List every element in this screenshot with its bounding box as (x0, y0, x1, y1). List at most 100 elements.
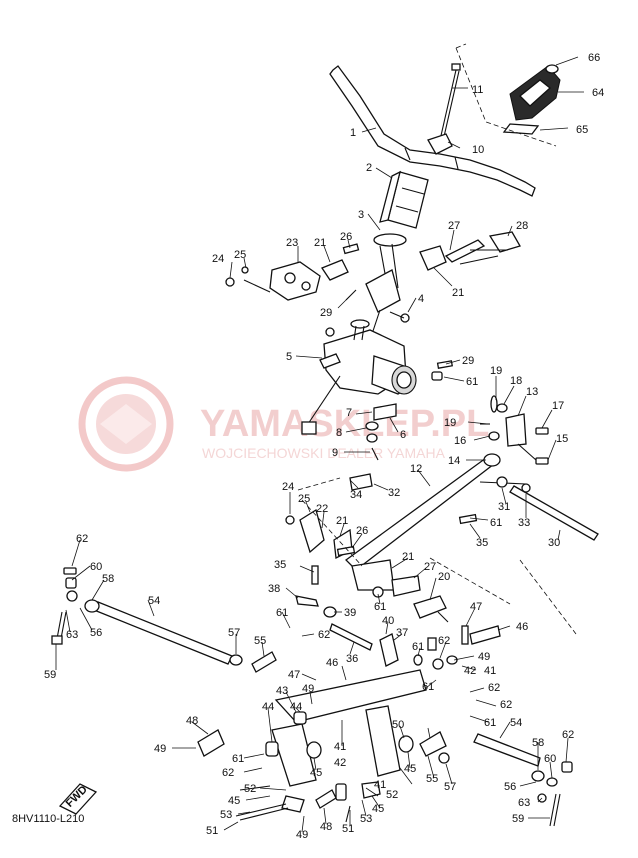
callout-49d: 49 (296, 829, 308, 841)
friction-block (379, 170, 429, 229)
callout-42b: 42 (334, 757, 346, 769)
leader-lines (55, 56, 584, 833)
grommet (545, 64, 559, 74)
callout-labels: 66 64 65 11 1 10 2 3 27 28 23 21 26 24 2… (44, 52, 604, 841)
callout-57b: 57 (444, 781, 456, 793)
callout-29: 29 (320, 307, 332, 319)
callout-10: 10 (472, 144, 484, 156)
callout-12: 12 (410, 463, 422, 475)
callout-36: 36 (346, 653, 358, 665)
watermark: YAMASKLEP.PL WOJCIECHOWSKI DEALER YAMAHA (78, 376, 489, 472)
callout-48b: 48 (320, 821, 332, 833)
callout-40: 40 (382, 615, 394, 627)
callout-28: 28 (516, 220, 528, 232)
callout-26b: 26 (356, 525, 368, 537)
upper-right-links (345, 231, 521, 323)
callout-41b: 41 (334, 741, 346, 753)
callout-39: 39 (344, 607, 356, 619)
callout-61g: 61 (484, 717, 496, 729)
callout-11: 11 (472, 84, 483, 96)
callout-25: 25 (234, 249, 246, 261)
callout-57: 57 (228, 627, 240, 639)
callout-62d: 62 (488, 682, 500, 694)
shift-shaft (345, 453, 599, 571)
callout-61: 61 (466, 376, 478, 388)
callout-63: 63 (66, 629, 78, 641)
callout-55: 55 (254, 635, 266, 647)
callout-42: 42 (464, 665, 476, 677)
steering-shaft (365, 233, 407, 341)
callout-6: 6 (400, 429, 406, 441)
watermark-logo (78, 376, 174, 472)
callout-45: 45 (310, 767, 322, 779)
callout-24: 24 (212, 253, 224, 265)
callout-27: 27 (448, 220, 460, 232)
right-bracket (480, 395, 549, 465)
rod-36 (295, 595, 399, 667)
callout-1: 1 (350, 127, 356, 139)
tiller-handle (329, 65, 536, 197)
watermark-subtitle: WOJCIECHOWSKI DEALER YAMAHA (202, 445, 446, 461)
callout-33: 33 (518, 517, 530, 529)
callout-62e: 62 (500, 699, 512, 711)
handlebar-group (329, 43, 561, 197)
callout-56b: 56 (504, 781, 516, 793)
callout-50: 50 (392, 719, 404, 731)
callout-25b: 25 (298, 493, 310, 505)
callout-35b: 35 (274, 559, 286, 571)
callout-56: 56 (90, 627, 102, 639)
right-mid-parts (413, 625, 501, 670)
callout-61e: 61 (412, 641, 424, 653)
callout-2: 2 (366, 162, 372, 174)
callout-21b: 21 (452, 287, 464, 299)
callout-54: 54 (148, 595, 160, 607)
callout-47: 47 (470, 601, 482, 613)
callout-61f: 61 (422, 681, 434, 693)
callout-59: 59 (44, 669, 56, 681)
callout-45b: 45 (404, 763, 416, 775)
callout-18: 18 (510, 375, 522, 387)
bolt-head (451, 63, 461, 71)
callout-29b: 29 (462, 355, 474, 367)
callout-53b: 53 (360, 813, 372, 825)
callout-46b: 46 (326, 657, 338, 669)
callout-21: 21 (314, 237, 326, 249)
watermark-brand: YAMASKLEP.PL (200, 403, 489, 445)
callout-59b: 59 (512, 813, 524, 825)
callout-34: 34 (350, 489, 362, 501)
callout-31: 31 (498, 501, 510, 513)
callout-62c: 62 (438, 635, 450, 647)
callout-61c: 61 (374, 601, 386, 613)
callout-20: 20 (438, 571, 450, 583)
upper-left-links (225, 243, 360, 301)
callout-49c: 49 (154, 743, 166, 755)
callout-46: 46 (516, 621, 528, 633)
callout-9: 9 (332, 447, 338, 459)
callout-51: 51 (206, 825, 218, 837)
callout-23: 23 (286, 237, 298, 249)
callout-22: 22 (316, 503, 328, 515)
pivot-parts (365, 360, 453, 461)
callout-19b: 19 (444, 417, 456, 429)
callout-45c: 45 (228, 795, 240, 807)
callout-17: 17 (552, 400, 564, 412)
callout-38: 38 (268, 583, 280, 595)
callout-62b: 62 (318, 629, 330, 641)
diagram-code: 8HV1110-L210 (12, 813, 84, 825)
dashed-guides (297, 477, 577, 635)
callout-49: 49 (478, 651, 490, 663)
callout-43: 43 (276, 685, 288, 697)
callout-66: 66 (588, 52, 600, 64)
callout-58b: 58 (532, 737, 544, 749)
callout-15: 15 (556, 433, 568, 445)
callout-8: 8 (336, 427, 342, 439)
callout-60b: 60 (544, 753, 556, 765)
callout-41c: 41 (374, 779, 386, 791)
callout-54b: 54 (510, 717, 522, 729)
callout-14: 14 (448, 455, 460, 467)
callout-41: 41 (484, 665, 496, 677)
callout-44: 44 (262, 701, 274, 713)
callout-13: 13 (526, 386, 538, 398)
callout-27b: 27 (424, 561, 436, 573)
